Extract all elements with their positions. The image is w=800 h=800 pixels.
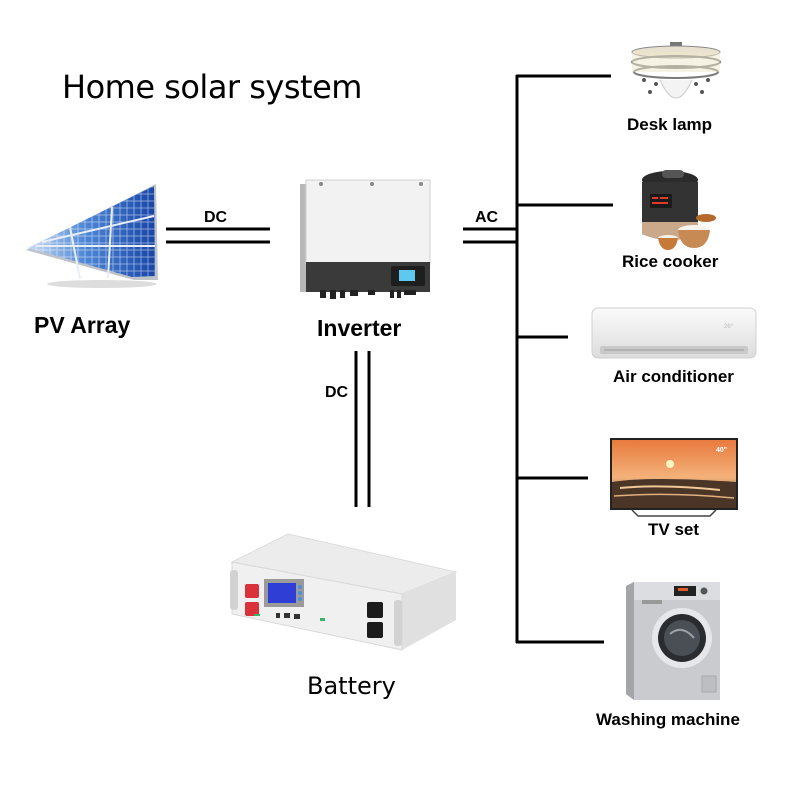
tv-screen-text: 40" <box>716 447 727 454</box>
solar-panel-icon <box>26 184 158 288</box>
tv-icon: 40" <box>610 438 738 517</box>
load-label-tv: TV set <box>648 520 700 539</box>
inverter-icon <box>300 179 431 299</box>
washing-machine-icon <box>626 582 720 700</box>
pv-array-label: PV Array <box>34 312 131 338</box>
diagram-title: Home solar system <box>62 68 362 106</box>
load-label-air-conditioner: Air conditioner <box>613 367 734 386</box>
load-label-washing-machine: Washing machine <box>596 710 740 729</box>
dc-label-battery: DC <box>325 384 349 401</box>
dc-label-pv: DC <box>204 209 228 226</box>
svg-text:26°: 26° <box>724 324 734 330</box>
battery-icon <box>230 533 458 651</box>
ac-label: AC <box>475 209 499 226</box>
load-label-rice-cooker: Rice cooker <box>622 252 719 271</box>
battery-label: Battery <box>307 672 396 700</box>
rice-cooker-icon <box>642 170 716 250</box>
load-label-desk-lamp: Desk lamp <box>627 115 713 134</box>
chandelier-icon <box>631 42 721 99</box>
air-conditioner-icon: 26° <box>591 307 757 359</box>
inverter-label: Inverter <box>317 315 402 341</box>
